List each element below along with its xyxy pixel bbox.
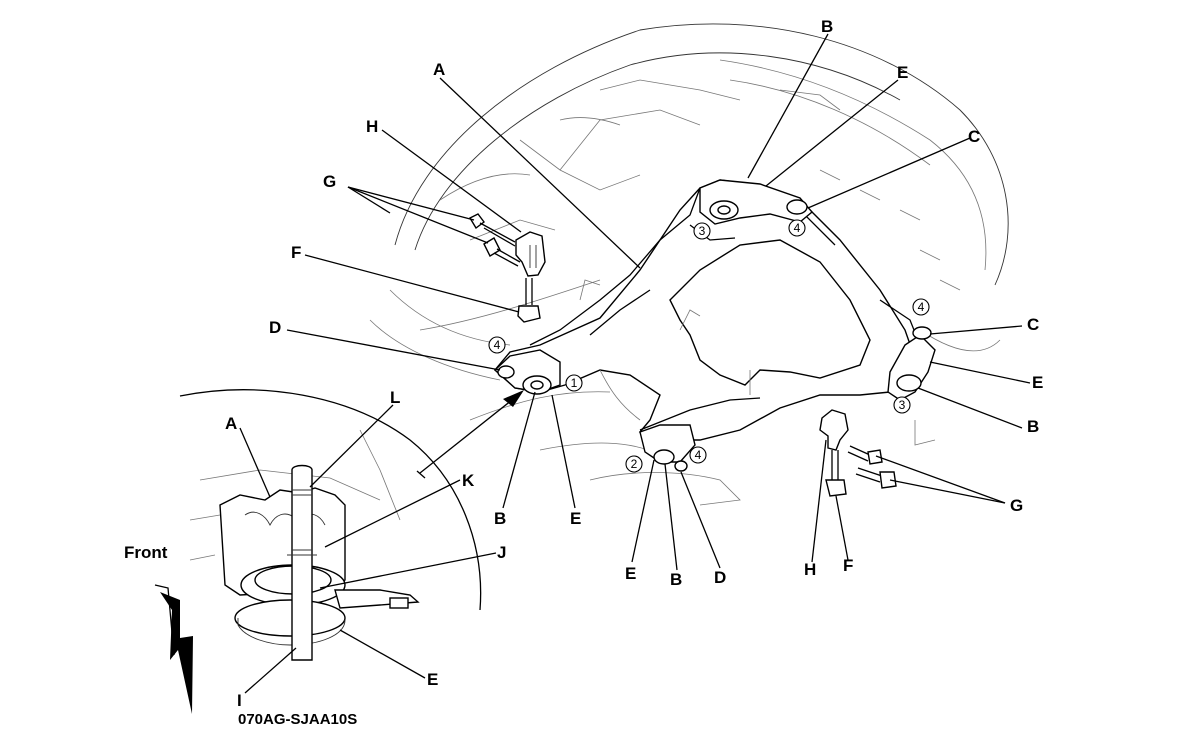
- rear-subframe: [493, 179, 936, 463]
- nut-f-right: [825, 450, 847, 497]
- callout-c-right: C: [1027, 315, 1039, 334]
- right-bracket-assembly: [819, 409, 897, 497]
- callout-b-top: B: [821, 17, 833, 36]
- callout-a-main: A: [433, 60, 445, 79]
- callout-e-right: E: [1032, 373, 1043, 392]
- callout-i-inset: I: [237, 691, 242, 710]
- leader-lines: [239, 33, 1031, 694]
- mount-hardware: [497, 199, 932, 472]
- callout-b-center: B: [494, 509, 506, 528]
- right-bracket-h: [819, 409, 849, 451]
- bolt-head-left-b: [530, 380, 544, 390]
- callout-c-top: C: [968, 127, 980, 146]
- svg-text:4: 4: [918, 300, 925, 314]
- left-bracket-assembly: [469, 213, 546, 323]
- svg-text:4: 4: [695, 448, 702, 462]
- seq-3-top: 3: [693, 222, 711, 240]
- sequence-numbers: 1 2 3 3 4 4 4 4: [488, 219, 930, 473]
- inset-lower-bushing: [234, 599, 346, 637]
- callout-b-right: B: [1027, 417, 1039, 436]
- washer-right-b: [896, 374, 922, 392]
- seq-3-right: 3: [893, 396, 911, 414]
- callout-e-top: E: [897, 63, 908, 82]
- callout-e-center: E: [570, 509, 581, 528]
- nut-f-left: [517, 278, 541, 323]
- figure-code: 070AG-SJAA10S: [238, 711, 357, 728]
- bolt-g-right-upper: [847, 445, 883, 465]
- callout-j-inset: J: [497, 543, 506, 562]
- callout-h-left: H: [366, 117, 378, 136]
- seq-4-left: 4: [488, 336, 506, 354]
- callout-e-bottom: E: [625, 564, 636, 583]
- seq-4-top: 4: [788, 219, 806, 237]
- left-bracket-h: [515, 231, 546, 277]
- inset-pointer-arrow: [416, 390, 524, 479]
- callout-e-inset: E: [427, 670, 438, 689]
- washer-bottom-b: [653, 449, 675, 465]
- svg-text:3: 3: [899, 398, 906, 412]
- bolt-g-upper: [469, 213, 516, 247]
- front-label: Front: [124, 543, 168, 562]
- callout-k-inset: K: [462, 471, 475, 490]
- callout-g-right: G: [1010, 496, 1023, 515]
- callout-a-inset: A: [225, 414, 237, 433]
- seq-1: 1: [565, 374, 583, 392]
- callout-b-bottom: B: [670, 570, 682, 589]
- svg-text:4: 4: [494, 338, 501, 352]
- svg-text:2: 2: [631, 457, 638, 471]
- seq-4-right: 4: [912, 298, 930, 316]
- svg-text:1: 1: [571, 376, 578, 390]
- inset-tool-shaft: [291, 464, 313, 661]
- callout-l-inset: L: [390, 388, 400, 407]
- bolt-g-right-lower: [855, 467, 897, 489]
- seq-2: 2: [625, 455, 643, 473]
- washer-left-d: [497, 365, 515, 379]
- callout-h-right: H: [804, 560, 816, 579]
- washer-bottom-d: [674, 460, 688, 472]
- callout-labels: A B E C H G F D C E B B E E B D H F G A …: [225, 17, 1043, 710]
- svg-text:3: 3: [699, 224, 706, 238]
- callout-d-bottom: D: [714, 568, 726, 587]
- washer-top-c: [786, 199, 808, 215]
- callout-f-left: F: [291, 243, 301, 262]
- callout-g-left: G: [323, 172, 336, 191]
- seq-4-bottom: 4: [689, 446, 707, 464]
- bolt-head-top-b: [717, 205, 731, 215]
- washer-right-c: [912, 326, 932, 340]
- detail-inset: [179, 389, 482, 661]
- callout-d-left: D: [269, 318, 281, 337]
- svg-text:4: 4: [794, 221, 801, 235]
- callout-f-right: F: [843, 556, 853, 575]
- front-arrow: [154, 584, 193, 714]
